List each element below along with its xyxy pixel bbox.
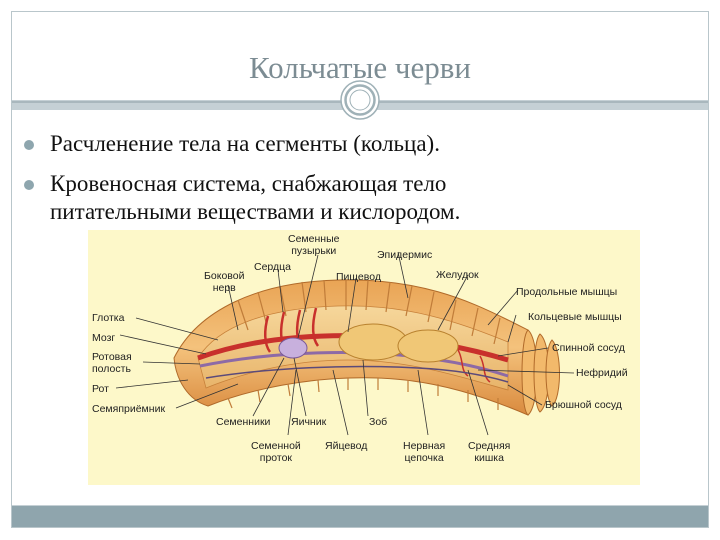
bullet-dot-icon xyxy=(24,140,34,150)
label-epidermis: Эпидермис xyxy=(377,249,432,261)
label-nerve-chain: Нервная цепочка xyxy=(403,440,445,464)
label-sperm-duct: Семенной проток xyxy=(251,440,301,464)
bullet-text: Кровеносная система, снабжающая тело xyxy=(28,170,460,198)
label-ovary: Яичник xyxy=(291,416,326,428)
bullet-item: Расчленение тела на сегменты (кольца). xyxy=(28,130,440,158)
bullet-text: Расчленение тела на сегменты (кольца). xyxy=(28,130,440,158)
label-testes: Семенники xyxy=(216,416,270,428)
label-seminal-vesicles: Семенные пузырьки xyxy=(288,233,339,257)
bullet-dot-icon xyxy=(24,180,34,190)
label-lateral-nerve: Боковой нерв xyxy=(204,270,244,294)
label-nephridium: Нефридий xyxy=(576,367,628,379)
label-stomach: Желудок xyxy=(436,269,479,281)
label-spermatheca: Семяприёмник xyxy=(92,403,165,415)
label-oviduct: Яйцевод xyxy=(325,440,367,452)
label-mouth-cavity: Ротовая полость xyxy=(92,351,132,375)
circle-ornament-icon xyxy=(340,80,380,120)
label-hearts: Сердца xyxy=(254,261,291,273)
label-crop: Зоб xyxy=(369,416,387,428)
label-midgut: Средняя кишка xyxy=(468,440,510,464)
label-circular-muscles: Кольцевые мышцы xyxy=(528,311,622,323)
label-longitudinal-muscles: Продольные мышцы xyxy=(516,286,617,298)
label-esophagus: Пищевод xyxy=(336,271,381,283)
label-mouth: Рот xyxy=(92,383,109,395)
label-pharynx: Глотка xyxy=(92,312,124,324)
bullet-text-continued: питательными веществами и кислородом. xyxy=(28,198,460,226)
earthworm-anatomy-figure: Семенные пузырьки Сердца Эпидермис Боков… xyxy=(88,230,640,485)
label-ventral-vessel: Брюшной сосуд xyxy=(545,399,622,411)
label-brain: Мозг xyxy=(92,332,115,344)
footer-bar xyxy=(12,506,708,527)
bullet-item: Кровеносная система, снабжающая тело пит… xyxy=(28,170,460,226)
label-dorsal-vessel: Спинной сосуд xyxy=(552,342,625,354)
